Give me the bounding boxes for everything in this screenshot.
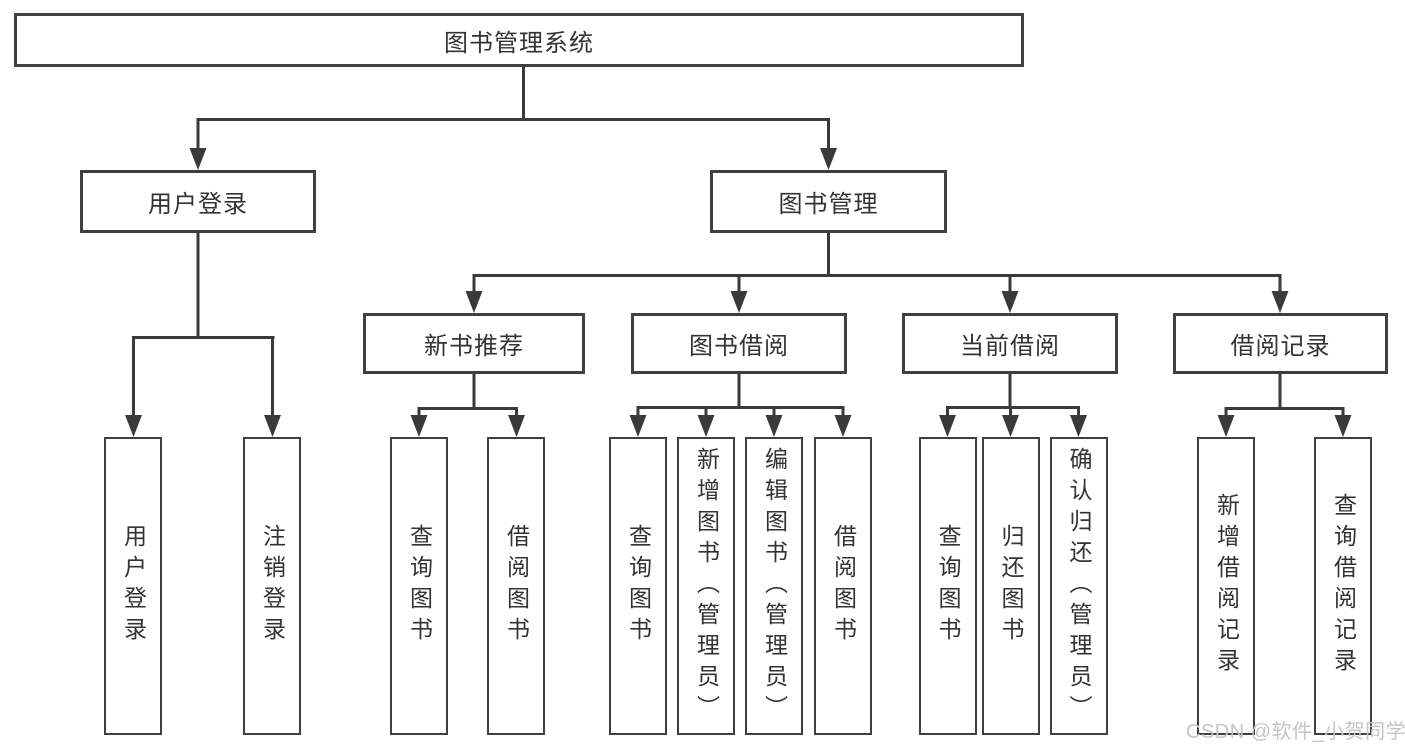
arrow-down-icon [939,415,956,437]
node-borrow-records: 借阅记录 [1173,313,1388,374]
arrow-down-icon [1271,291,1289,313]
node-user-login-label: 用户登录 [148,191,248,218]
arrow-down-icon [508,415,525,437]
leaf-return-books: 归还图书 [981,437,1040,735]
leaf-user-login-label: 用户登录 [120,524,147,648]
arrow-down-icon [1334,415,1352,437]
connector-arrows [125,119,1352,437]
arrow-down-icon [697,415,715,437]
leaf-recommend-borrow-books-label: 借阅图书 [503,524,530,648]
arrow-down-icon [410,415,428,437]
arrow-down-icon [1001,291,1019,313]
arrow-down-icon [834,415,852,437]
leaf-edit-books-admin: 编辑图书（管理员） [745,437,803,735]
arrow-down-icon [465,291,483,313]
leaf-user-login: 用户登录 [104,437,162,735]
leaf-edit-books-admin-label: 编辑图书（管理员） [761,446,788,726]
arrow-down-icon [264,415,281,437]
leaf-recommend-query-books: 查询图书 [390,437,448,735]
node-book-borrow-label: 图书借阅 [689,333,789,360]
node-new-book-recommend: 新书推荐 [363,313,585,374]
leaf-confirm-return-admin-label: 确认归还（管理员） [1066,446,1092,726]
arrow-down-icon [1070,415,1087,437]
node-current-borrow: 当前借阅 [902,313,1118,374]
leaf-current-query-books-label: 查询图书 [935,524,961,648]
node-new-book-recommend-label: 新书推荐 [424,333,524,360]
arrow-down-icon [765,415,783,437]
arrow-down-icon [1217,415,1235,437]
leaf-borrow-query-books: 查询图书 [609,437,667,735]
leaf-query-borrow-record-label: 查询借阅记录 [1330,493,1357,679]
leaf-current-query-books: 查询图书 [918,437,977,735]
leaf-confirm-return-admin: 确认归还（管理员） [1049,437,1108,735]
connector-lines [132,66,1345,410]
leaf-borrow-books: 借阅图书 [814,437,872,735]
leaf-borrow-books-label: 借阅图书 [830,524,857,648]
leaf-add-books-admin-label: 新增图书（管理员） [693,446,720,726]
leaf-logout: 注销登录 [243,437,301,735]
arrow-down-icon [1002,415,1019,437]
node-book-borrow: 图书借阅 [631,313,847,374]
arrow-down-icon [189,148,207,170]
leaf-logout-label: 注销登录 [259,524,286,648]
node-book-management: 图书管理 [710,170,947,233]
node-library-system: 图书管理系统 [14,13,1024,67]
node-user-login: 用户登录 [80,170,316,233]
node-library-system-label: 图书管理系统 [444,29,594,57]
leaf-query-borrow-record: 查询借阅记录 [1314,437,1372,735]
node-current-borrow-label: 当前借阅 [960,333,1060,360]
csdn-watermark: CSDN @软件_小贺同学 [1186,721,1405,743]
arrow-down-icon [125,415,142,437]
leaf-add-books-admin: 新增图书（管理员） [677,437,735,735]
leaf-recommend-borrow-books: 借阅图书 [487,437,545,735]
leaf-borrow-query-books-label: 查询图书 [625,524,652,648]
node-book-management-label: 图书管理 [778,191,879,218]
leaf-add-borrow-record-label: 新增借阅记录 [1213,493,1240,679]
node-borrow-records-label: 借阅记录 [1230,333,1331,360]
leaf-return-books-label: 归还图书 [998,524,1024,648]
arrow-down-icon [730,291,748,313]
leaf-recommend-query-books-label: 查询图书 [406,524,433,648]
arrow-down-icon [629,415,647,437]
leaf-add-borrow-record: 新增借阅记录 [1197,437,1255,735]
arrow-down-icon [820,148,837,170]
